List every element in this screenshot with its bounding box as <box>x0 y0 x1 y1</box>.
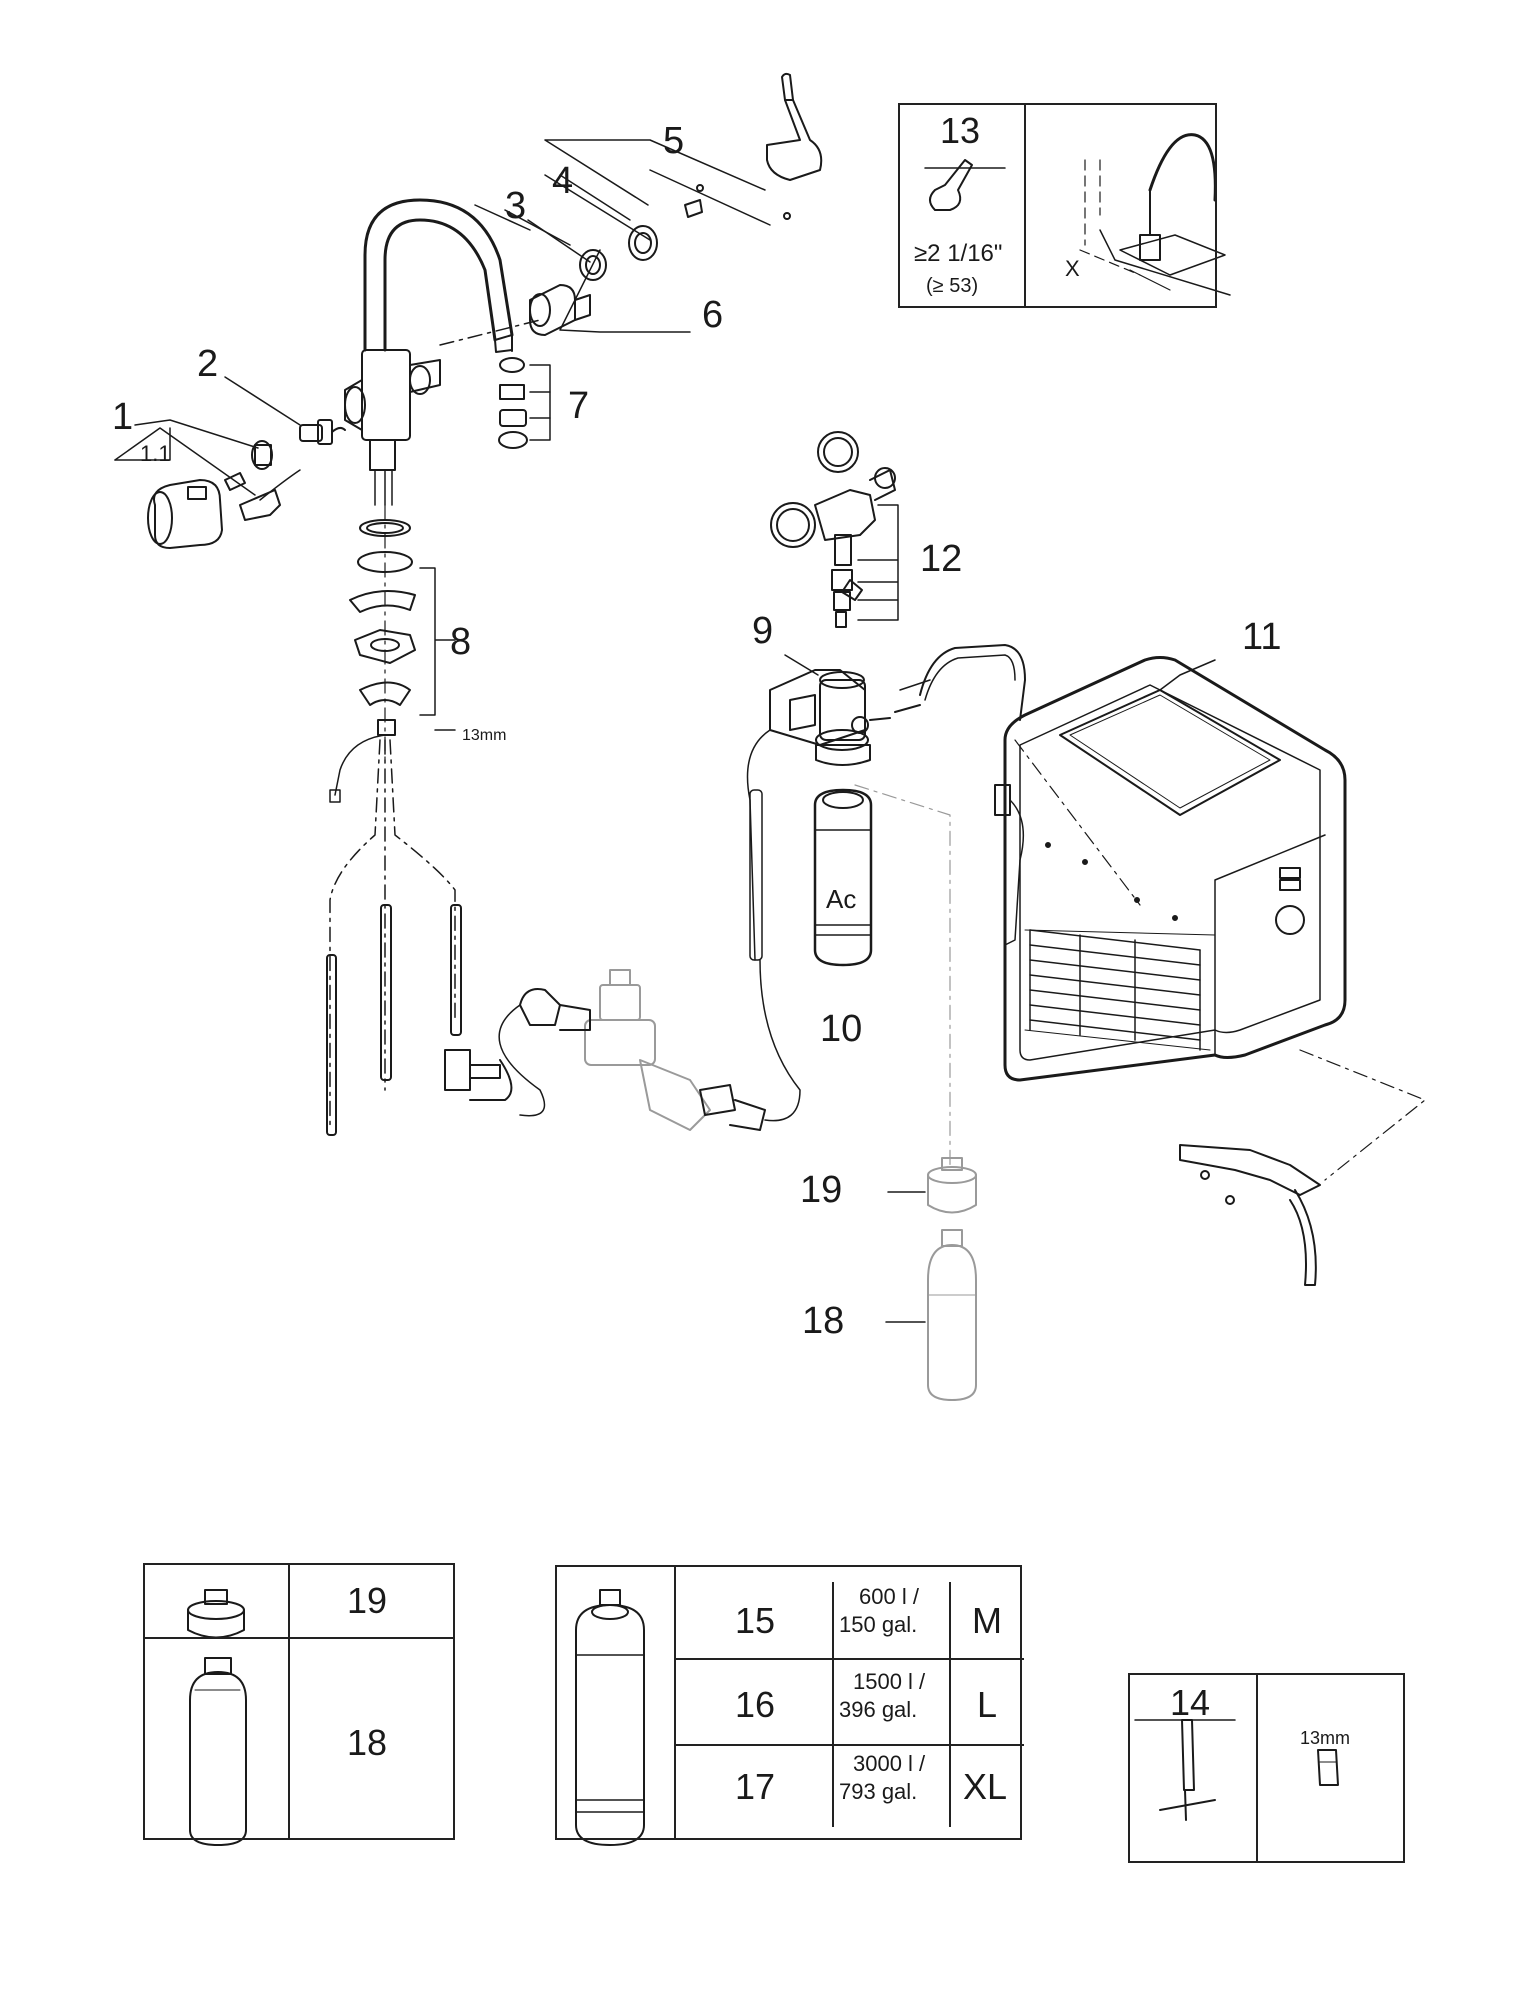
co2-line-inner <box>924 654 1016 701</box>
part-19-adapter <box>927 1157 977 1214</box>
box-19-18-table: 19 18 <box>143 1563 455 1840</box>
part-10-filter-cartridge <box>813 788 873 967</box>
part-6-cartridge <box>529 284 591 336</box>
dash-line-to-19 <box>854 784 951 1171</box>
callout-8: 8 <box>450 621 472 663</box>
mounting-strap <box>1179 1144 1321 1286</box>
box-19-number: 19 <box>347 1580 388 1621</box>
box-18-number: 18 <box>347 1722 388 1763</box>
part-4-ring <box>628 225 658 261</box>
filter-row-number: 15 <box>735 1600 776 1641</box>
part-1-handle <box>147 479 223 549</box>
callout-7: 7 <box>568 385 590 427</box>
angle-fittings <box>519 988 766 1131</box>
box-13-installation-clearance: 13 ≥2 1/16" (≥ 53) X <box>898 103 1217 308</box>
connection-hose-2 <box>759 959 801 1122</box>
pressure-reducer <box>584 969 711 1131</box>
filter-table-row-line-2 <box>674 1744 1024 1746</box>
dash-line-to-strap <box>1299 1049 1426 1181</box>
callout-8-wrench-size: 13mm <box>462 727 507 744</box>
part-18-bottle <box>927 1229 977 1401</box>
braided-hoses <box>326 904 462 1136</box>
box-19-18-vertical-divider <box>288 1565 290 1838</box>
box-13-divider <box>1024 105 1026 306</box>
box-13-number: 13 <box>940 110 981 151</box>
filter-row-capacity: 3000 l / <box>853 1751 926 1776</box>
callout-11: 11 <box>1242 616 1282 658</box>
faucet-hoses <box>329 734 456 1131</box>
filter-row-capacity: 1500 l / <box>853 1669 926 1694</box>
box-14-divider <box>1256 1675 1258 1861</box>
callout-leaders <box>114 204 1216 1323</box>
table15-17-cartridge-icon <box>575 1589 645 1846</box>
table14-wrench-icons <box>1159 1719 1339 1821</box>
box-13-dimension: ≥2 1/16" <box>914 240 1003 267</box>
filter-table-col-line-2 <box>949 1582 951 1827</box>
box-14-number: 14 <box>1170 1682 1211 1723</box>
part-9-filter-head <box>769 669 931 766</box>
faucet-spout <box>363 198 514 353</box>
box-14-wrench: 14 13mm <box>1128 1673 1405 1863</box>
chiller-vents <box>1029 929 1201 1051</box>
part-1-1-insert <box>224 440 301 521</box>
callout-1: 1 <box>112 396 134 438</box>
filter-row-capacity-gal: 150 gal. <box>839 1612 918 1637</box>
callout-12: 12 <box>920 538 963 580</box>
callout-18: 18 <box>802 1300 845 1342</box>
box-13-x-label: X <box>1065 256 1080 281</box>
part-12-co2-regulator <box>770 431 899 628</box>
box-13-dimension-metric: (≥ 53) <box>926 275 979 297</box>
callout-10: 10 <box>820 1008 863 1050</box>
faucet-body <box>344 349 441 506</box>
box-19-18-horizontal-divider <box>145 1637 453 1639</box>
filter-row-size: XL <box>963 1766 1008 1807</box>
callout-4: 4 <box>552 160 574 202</box>
part-3-nut <box>579 249 607 281</box>
filter-row-capacity-gal: 396 gal. <box>839 1697 918 1722</box>
filter-table-row-line-1 <box>674 1658 1024 1660</box>
callout-19: 19 <box>800 1169 843 1211</box>
dash-line-to-chiller <box>1014 739 1141 906</box>
filter-row-capacity-gal: 793 gal. <box>839 1779 918 1804</box>
part-11-chiller-unit <box>994 656 1347 1082</box>
tee-connector <box>444 1049 513 1101</box>
box-14-wrench-size: 13mm <box>1300 1728 1351 1748</box>
connection-hose <box>498 1004 546 1117</box>
leader-lines-top <box>439 139 771 346</box>
callout-3: 3 <box>505 185 527 227</box>
filter-row-size: M <box>972 1600 1002 1641</box>
part-7-aerator <box>498 344 551 449</box>
filter-table-icon-divider <box>674 1567 676 1838</box>
filter-row-capacity: 600 l / <box>859 1584 919 1609</box>
filter-braided-hose <box>749 789 763 961</box>
callout-6: 6 <box>702 294 724 336</box>
callout-5: 5 <box>663 120 685 162</box>
cartridge-label: Ac <box>826 884 857 914</box>
part-5-lever <box>684 72 823 220</box>
part-8-mounting-kit <box>349 504 456 761</box>
filter-row-size: L <box>977 1684 998 1725</box>
filter-inlet-hose <box>746 729 771 961</box>
filter-row-number: 17 <box>735 1766 776 1807</box>
box13-lever-illustration <box>929 159 973 211</box>
part-2-connector <box>299 419 346 445</box>
callout-2: 2 <box>197 343 219 385</box>
filter-size-table: 15 600 l / 150 gal. M 16 1500 l / 396 ga… <box>555 1565 1024 1840</box>
filter-table-col-line-1 <box>832 1582 834 1827</box>
co2-line <box>919 644 1026 721</box>
callout-9: 9 <box>752 610 774 652</box>
filter-row-number: 16 <box>735 1684 776 1725</box>
box13-faucet-illustration <box>1079 133 1231 296</box>
callout-1-1: 1.1 <box>140 441 171 466</box>
